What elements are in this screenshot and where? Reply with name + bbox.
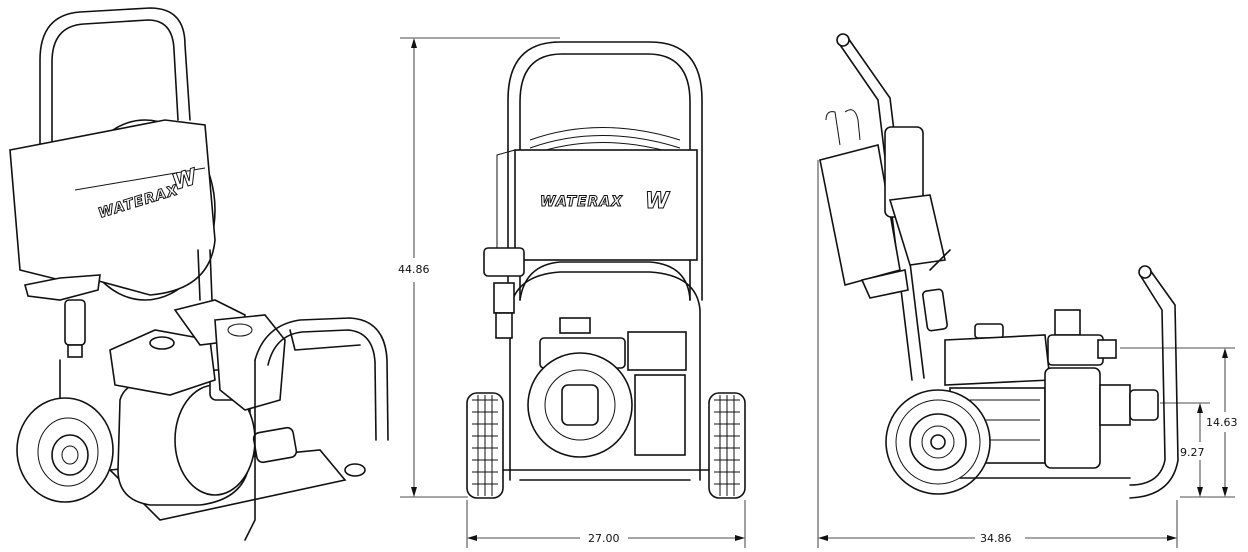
side-pump (1044, 309, 1159, 469)
front-dimensions: 44.86 27.00 (398, 37, 746, 548)
side-wheel (885, 389, 991, 495)
dim-height-label: 44.86 (398, 263, 430, 276)
nozzle (24, 274, 101, 358)
dim-outlet-height-label: 14.63 (1206, 416, 1238, 429)
isometric-pump (117, 369, 298, 506)
front-nozzle (483, 247, 525, 339)
front-view: WATERAX W (466, 41, 746, 499)
dim-width-label: 27.00 (588, 532, 620, 545)
front-logo-mark: W (645, 189, 671, 214)
isometric-wheel (16, 397, 114, 503)
side-hose-box (819, 126, 946, 286)
isometric-engine (109, 299, 286, 411)
isometric-view: WATERAX W (9, 7, 389, 541)
front-right-wheel (708, 392, 746, 499)
hose-box: WATERAX W (9, 119, 216, 296)
front-logo-text: WATERAX (540, 194, 623, 210)
side-dimensions: 34.86 14.63 9.27 (817, 160, 1238, 548)
dim-inlet-height-label: 9.27 (1180, 446, 1205, 459)
dim-length-label: 34.86 (980, 532, 1012, 545)
front-hose-box: WATERAX W (496, 149, 698, 261)
front-pump-engine (527, 317, 687, 458)
side-view (819, 33, 1179, 499)
front-left-wheel (466, 392, 504, 499)
side-nozzle (860, 249, 951, 332)
